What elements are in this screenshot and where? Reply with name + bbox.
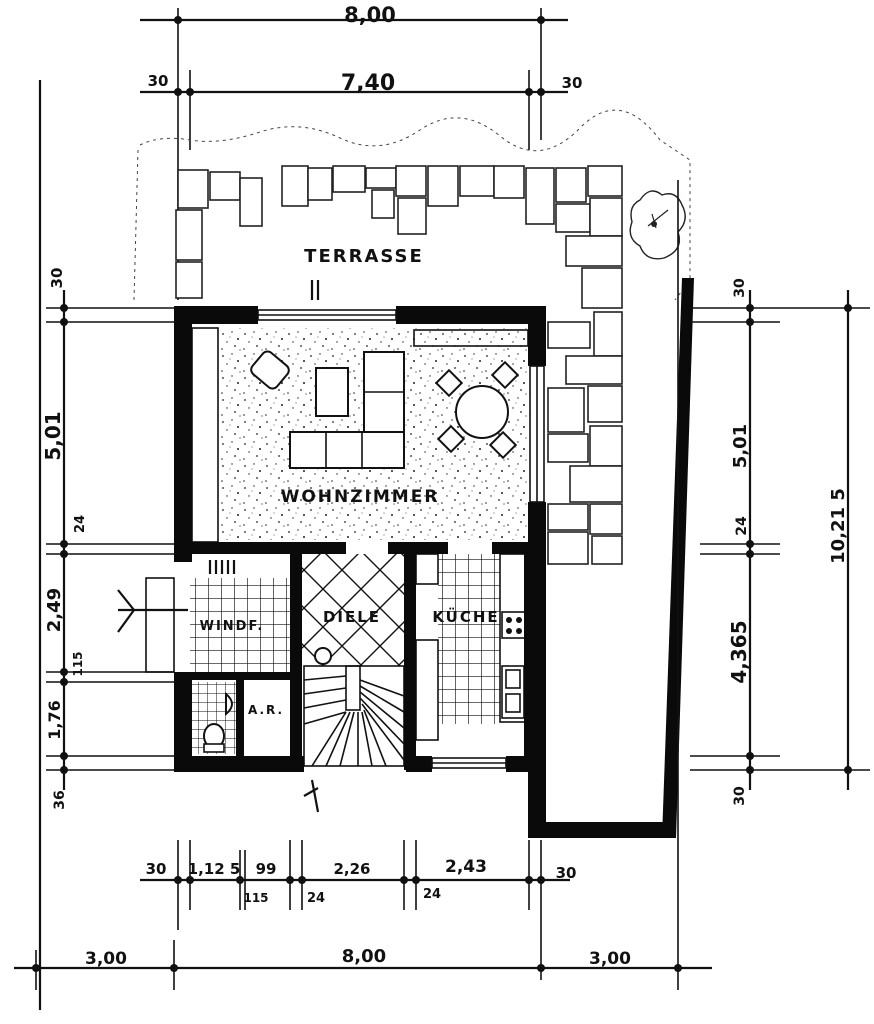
dim-bottom-ar: 99	[256, 860, 277, 878]
sink-icon	[501, 665, 525, 719]
room-label-hall: DIELE	[323, 608, 381, 626]
walls	[174, 278, 694, 838]
entrance-arrow	[303, 779, 320, 813]
dim-top-left-wall: 30	[148, 72, 169, 90]
dim-right-wall24: 24	[734, 516, 750, 536]
toilet-icon	[203, 723, 225, 753]
kitchen-floor	[438, 554, 500, 724]
dim-bottom-hall: 2,26	[333, 860, 370, 878]
room-label-terrace: TERRASSE	[304, 246, 424, 267]
dim-bottom-wc: 1,12 5	[188, 860, 241, 878]
dim-overall-width: 8,00	[344, 3, 396, 27]
dimension-top-overall: 8,00	[140, 3, 568, 300]
room-label-storage: A.R.	[248, 703, 284, 717]
dim-site-left: 3,00	[85, 949, 127, 969]
entry-door-arrow	[117, 577, 188, 673]
coat-rack	[208, 560, 236, 574]
dim-right-total: 10,21 5	[828, 488, 849, 564]
dim-left-top-wall: 30	[48, 268, 66, 289]
dim-left-wall115: 115	[71, 651, 85, 676]
washbasin-icon	[225, 691, 233, 717]
dim-bottom-wall115: 115	[243, 891, 268, 905]
dim-site-house: 8,00	[342, 946, 386, 967]
dim-left-hall: 2,49	[44, 588, 65, 632]
dim-bottom-wall24a: 24	[307, 891, 325, 906]
room-label-kitchen: KÜCHE	[432, 607, 499, 626]
dimension-top-inner: 7,40 30 30	[140, 70, 582, 150]
hall-floor	[302, 554, 406, 666]
room-label-vestibule: WINDF.	[200, 619, 265, 634]
staircase	[303, 665, 405, 767]
dim-right-top-wall: 30	[732, 278, 748, 298]
vestibule-floor	[190, 578, 290, 672]
room-label-living: WOHNZIMMER	[281, 487, 440, 507]
dim-right-kitchen: 4,365	[727, 620, 751, 683]
terrace-marker	[310, 280, 320, 300]
terrace-paving	[133, 109, 691, 565]
dim-right-bottom-wall: 30	[732, 786, 748, 806]
stove-icon	[501, 611, 527, 639]
dim-top-right-wall: 30	[562, 74, 583, 92]
dim-bottom-wall-right: 30	[556, 864, 577, 882]
dim-left-wall24: 24	[73, 515, 88, 533]
dim-left-bottom-wall: 36	[52, 790, 68, 809]
dim-bottom-wall24b: 24	[423, 887, 441, 902]
hall-column	[314, 647, 332, 665]
dimension-bottom: 30 1,12 5 99 2,26 2,43 30 115 24 24	[140, 840, 576, 980]
dim-bottom-kitchen: 2,43	[445, 857, 487, 877]
living-furniture	[250, 350, 520, 469]
dim-left-living: 5,01	[41, 411, 65, 460]
dim-inner-width: 7,40	[341, 71, 395, 96]
dimension-site: 3,00 8,00 3,00	[14, 180, 712, 990]
dimension-right: 30 5,01 24 4,365 30 10,21 5	[690, 278, 870, 806]
dim-bottom-wall-left: 30	[146, 860, 167, 878]
dim-right-living: 5,01	[730, 424, 751, 468]
dimension-left: 30 5,01 24 2,49 115 1,76 36	[38, 80, 174, 1010]
dim-left-wc: 1,76	[45, 700, 64, 739]
dim-site-right: 3,00	[589, 949, 631, 969]
